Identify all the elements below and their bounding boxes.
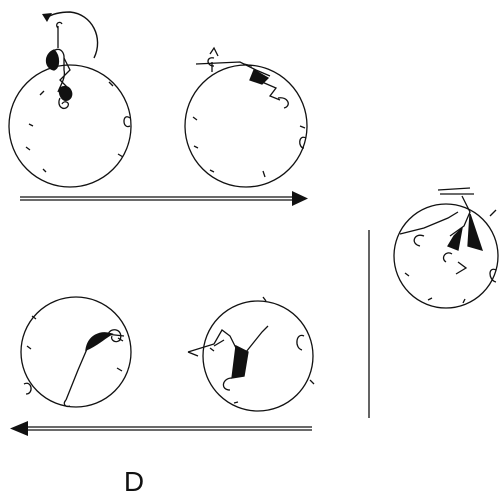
figure-top-left — [45, 21, 73, 110]
tick-mark — [233, 401, 239, 404]
circle-top-right — [184, 64, 308, 188]
figure-bottom-right — [187, 325, 269, 391]
tick-mark — [209, 169, 215, 173]
figure-isolated — [399, 187, 497, 275]
tick-mark — [108, 81, 114, 87]
tick-mark — [209, 347, 215, 352]
hook-mark — [123, 116, 131, 128]
tick-mark — [116, 367, 123, 372]
figure-bottom-left — [63, 329, 125, 408]
tick-mark — [192, 116, 198, 121]
tick-mark — [299, 125, 306, 129]
arrow-right-to-left — [10, 421, 312, 436]
tick-mark — [404, 272, 410, 277]
hook-mark — [296, 334, 305, 351]
tick-mark — [309, 379, 315, 385]
tick-mark — [427, 297, 433, 301]
arrow-left-to-right — [20, 191, 308, 206]
tick-mark — [26, 345, 32, 350]
tick-mark — [25, 146, 31, 151]
tick-mark — [117, 153, 124, 158]
panel-label: D — [123, 466, 145, 497]
figure-top-right — [195, 46, 289, 109]
circle-top-left — [8, 64, 132, 188]
circle-isolated — [393, 203, 499, 309]
rotation-arrowhead — [42, 13, 52, 22]
circle-bottom-left — [20, 296, 132, 408]
hook-mark — [489, 268, 497, 283]
tick-mark — [42, 168, 47, 173]
tick-mark — [31, 315, 37, 320]
hook-mark — [23, 382, 32, 395]
tick-mark — [262, 296, 267, 302]
circle-bottom-right — [202, 296, 315, 412]
tick-mark — [462, 298, 466, 304]
tick-mark — [39, 90, 45, 96]
tick-mark — [262, 170, 266, 178]
hook-mark — [299, 136, 307, 149]
tick-mark — [28, 123, 34, 127]
rotation-arrow — [45, 11, 99, 59]
tick-mark — [193, 145, 199, 149]
